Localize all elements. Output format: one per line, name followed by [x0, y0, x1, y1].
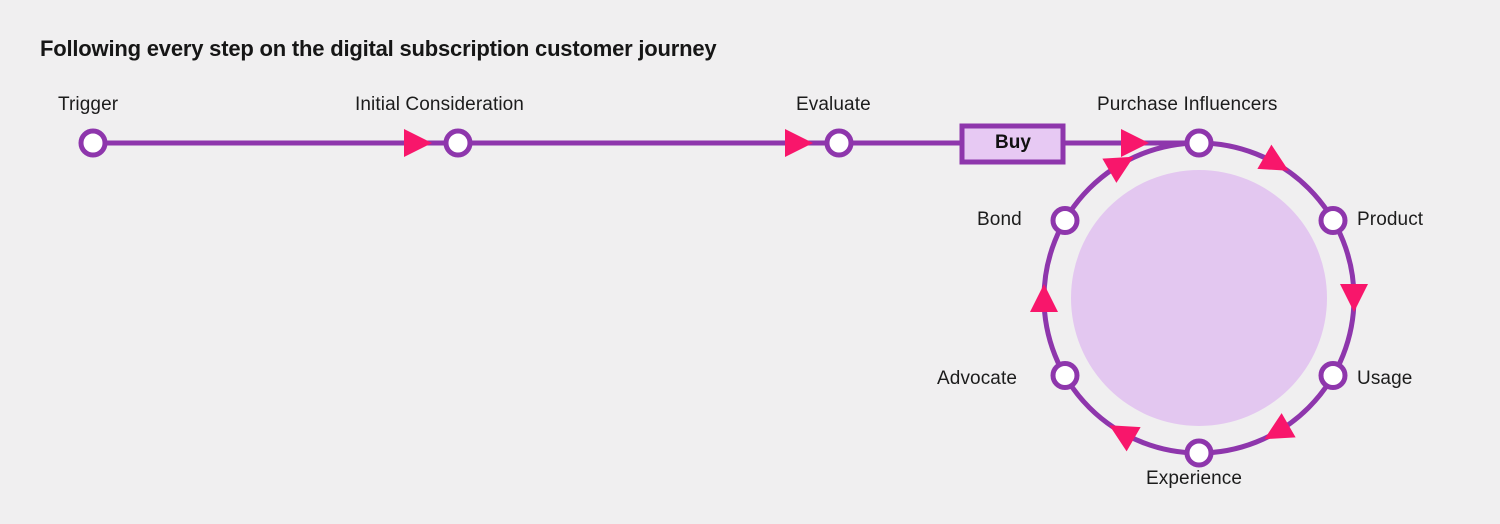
label-product: Product [1357, 209, 1424, 230]
arrow-influencers-to-product-icon [1257, 144, 1289, 171]
label-experience: Experience [1146, 468, 1243, 489]
node-trigger[interactable] [78, 128, 108, 158]
node-initial-consideration[interactable] [443, 128, 473, 158]
arrow-experience-to-advocate-icon [1109, 425, 1141, 452]
label-advocate: Advocate [937, 368, 1018, 389]
page-title: Following every step on the digital subs… [40, 36, 717, 61]
arrow-to-initial-consideration-icon [404, 129, 432, 157]
label-bond: Bond [977, 209, 1022, 230]
arrow-bond-to-influencers-icon [1102, 156, 1134, 183]
arrow-to-purchase-influencers-icon [1121, 129, 1149, 157]
label-usage: Usage [1357, 368, 1413, 389]
node-product[interactable] [1318, 206, 1348, 235]
buy-box[interactable] [959, 123, 1066, 165]
node-advocate[interactable] [1050, 361, 1080, 390]
label-trigger: Trigger [58, 94, 119, 115]
node-experience[interactable] [1184, 438, 1214, 468]
label-purchase-influencers: Purchase Influencers [1097, 94, 1278, 115]
arrow-usage-to-experience-icon [1264, 413, 1296, 440]
buy-box-label: Buy [995, 132, 1031, 153]
node-evaluate[interactable] [824, 128, 854, 158]
node-purchase-influencers[interactable] [1184, 128, 1214, 158]
loop-inner-disc [1071, 170, 1327, 426]
label-evaluate: Evaluate [796, 94, 871, 115]
node-usage[interactable] [1318, 361, 1348, 390]
label-initial-consideration: Initial Consideration [355, 94, 524, 115]
arrow-to-evaluate-icon [785, 129, 813, 157]
arrow-advocate-to-bond-icon [1030, 284, 1058, 312]
node-bond[interactable] [1050, 206, 1080, 235]
arrow-product-to-usage-icon [1340, 284, 1368, 312]
